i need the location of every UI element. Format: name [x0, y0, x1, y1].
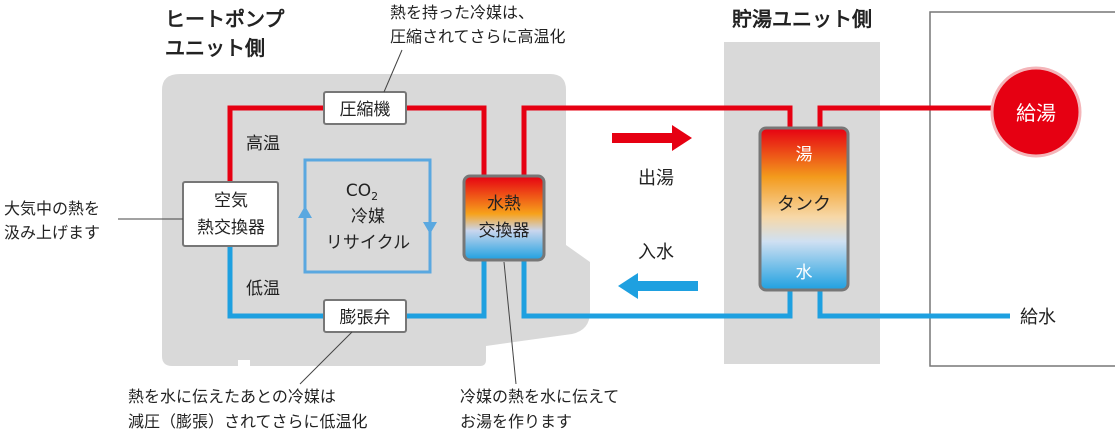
water-heat-exchanger — [462, 174, 546, 262]
tank-unit-title: 貯湯ユニット側 — [732, 7, 872, 31]
high-temp-label: 高温 — [246, 134, 280, 154]
refrigerant-label: 冷媒 — [351, 207, 385, 227]
water-in-label: 入水 — [638, 242, 674, 263]
heatpump-unit-title-2: ユニット側 — [165, 36, 265, 60]
cold-water-pipe — [521, 255, 793, 319]
tank-bottom-label: 水 — [796, 263, 813, 283]
hx-note-1: 冷媒の熱を水に伝えて — [460, 387, 619, 406]
water-hx-label-2: 交換器 — [479, 221, 530, 241]
valve-note-leader — [299, 331, 353, 385]
air-note-2: 汲み上げます — [4, 223, 100, 242]
expansion-valve-label: 膨張弁 — [340, 308, 391, 328]
loop-arrow-up-icon — [298, 206, 312, 218]
recycle-label: リサイクル — [326, 233, 410, 253]
valve-note-2: 減圧（膨張）されてさらに低温化 — [128, 412, 368, 431]
water-supply-label: 給水 — [1020, 307, 1056, 328]
air-heat-exchanger — [182, 181, 279, 247]
hot-water-tank — [758, 126, 850, 292]
air-hx-label-1: 空気 — [214, 191, 248, 211]
water-hx-label-1: 水熱 — [487, 194, 521, 214]
air-note-1: 大気中の熱を — [4, 199, 100, 218]
co2-label: CO2 — [346, 181, 378, 203]
hot-out-arrow-icon — [612, 125, 692, 151]
compressor-note-1: 熱を持った冷媒は、 — [390, 3, 534, 22]
loop-arrow-down-icon — [423, 222, 437, 234]
hot-water-pipe — [521, 105, 793, 180]
water-in-arrow-icon — [618, 273, 698, 299]
hot-supply-pipe — [817, 105, 1000, 130]
hx-note-leader — [503, 261, 517, 385]
compressor-box — [323, 91, 407, 125]
air-hx-label-2: 熱交換器 — [197, 218, 265, 238]
compressor-note-2: 圧縮されてさらに高温化 — [390, 27, 566, 46]
hot-out-label: 出湯 — [638, 168, 674, 189]
water-supply-pipe — [817, 288, 1010, 319]
tank-label: タンク — [777, 194, 831, 215]
house-outline — [929, 11, 1115, 367]
low-temp-label: 低温 — [246, 279, 280, 299]
hot-supply-label: 給湯 — [1016, 101, 1056, 125]
heatpump-unit-title-1: ヒートポンプ — [165, 7, 285, 31]
expansion-valve-box — [323, 299, 407, 333]
hx-note-2: お湯を作ります — [460, 412, 572, 431]
hot-supply-badge — [990, 66, 1082, 158]
compressor-label: 圧縮機 — [340, 100, 391, 120]
valve-note-1: 熱を水に伝えたあとの冷媒は — [128, 387, 336, 406]
compressor-note-leader — [383, 49, 403, 93]
co2-recycle-loop — [303, 158, 432, 274]
tank-top-label: 湯 — [796, 145, 813, 165]
